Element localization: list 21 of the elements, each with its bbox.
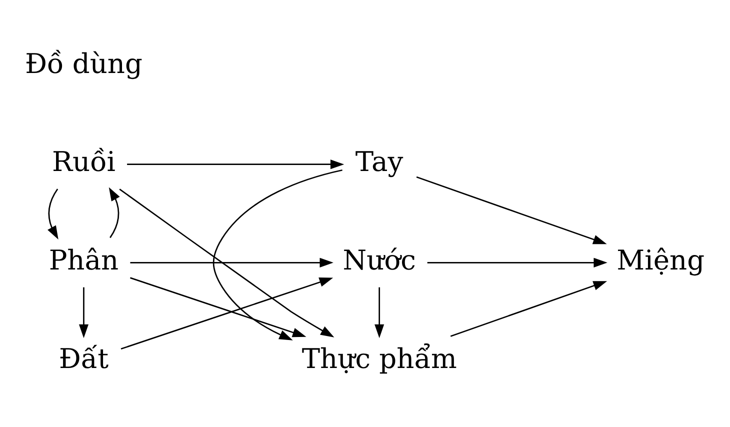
arrow xyxy=(108,187,120,238)
node-text: Thực phẩm xyxy=(302,344,457,375)
node-text: Miệng xyxy=(616,245,705,276)
arrow xyxy=(416,176,607,244)
node-text: Ruồi xyxy=(52,147,116,178)
arrow xyxy=(450,281,608,337)
arrow xyxy=(119,188,334,338)
node-text: Phân xyxy=(48,245,119,276)
node-text: Nước xyxy=(342,245,416,276)
arrow xyxy=(120,278,334,350)
arrow xyxy=(130,258,334,268)
arrow xyxy=(427,258,608,268)
arrow xyxy=(127,160,344,170)
arrow xyxy=(48,188,58,240)
arrow xyxy=(374,287,384,338)
arrow xyxy=(78,287,89,338)
node-text: Tay xyxy=(355,147,404,178)
node-text: Đất xyxy=(58,344,109,375)
arrow xyxy=(130,277,306,338)
arrow xyxy=(212,169,342,340)
label: Đồ dùng xyxy=(24,48,142,80)
